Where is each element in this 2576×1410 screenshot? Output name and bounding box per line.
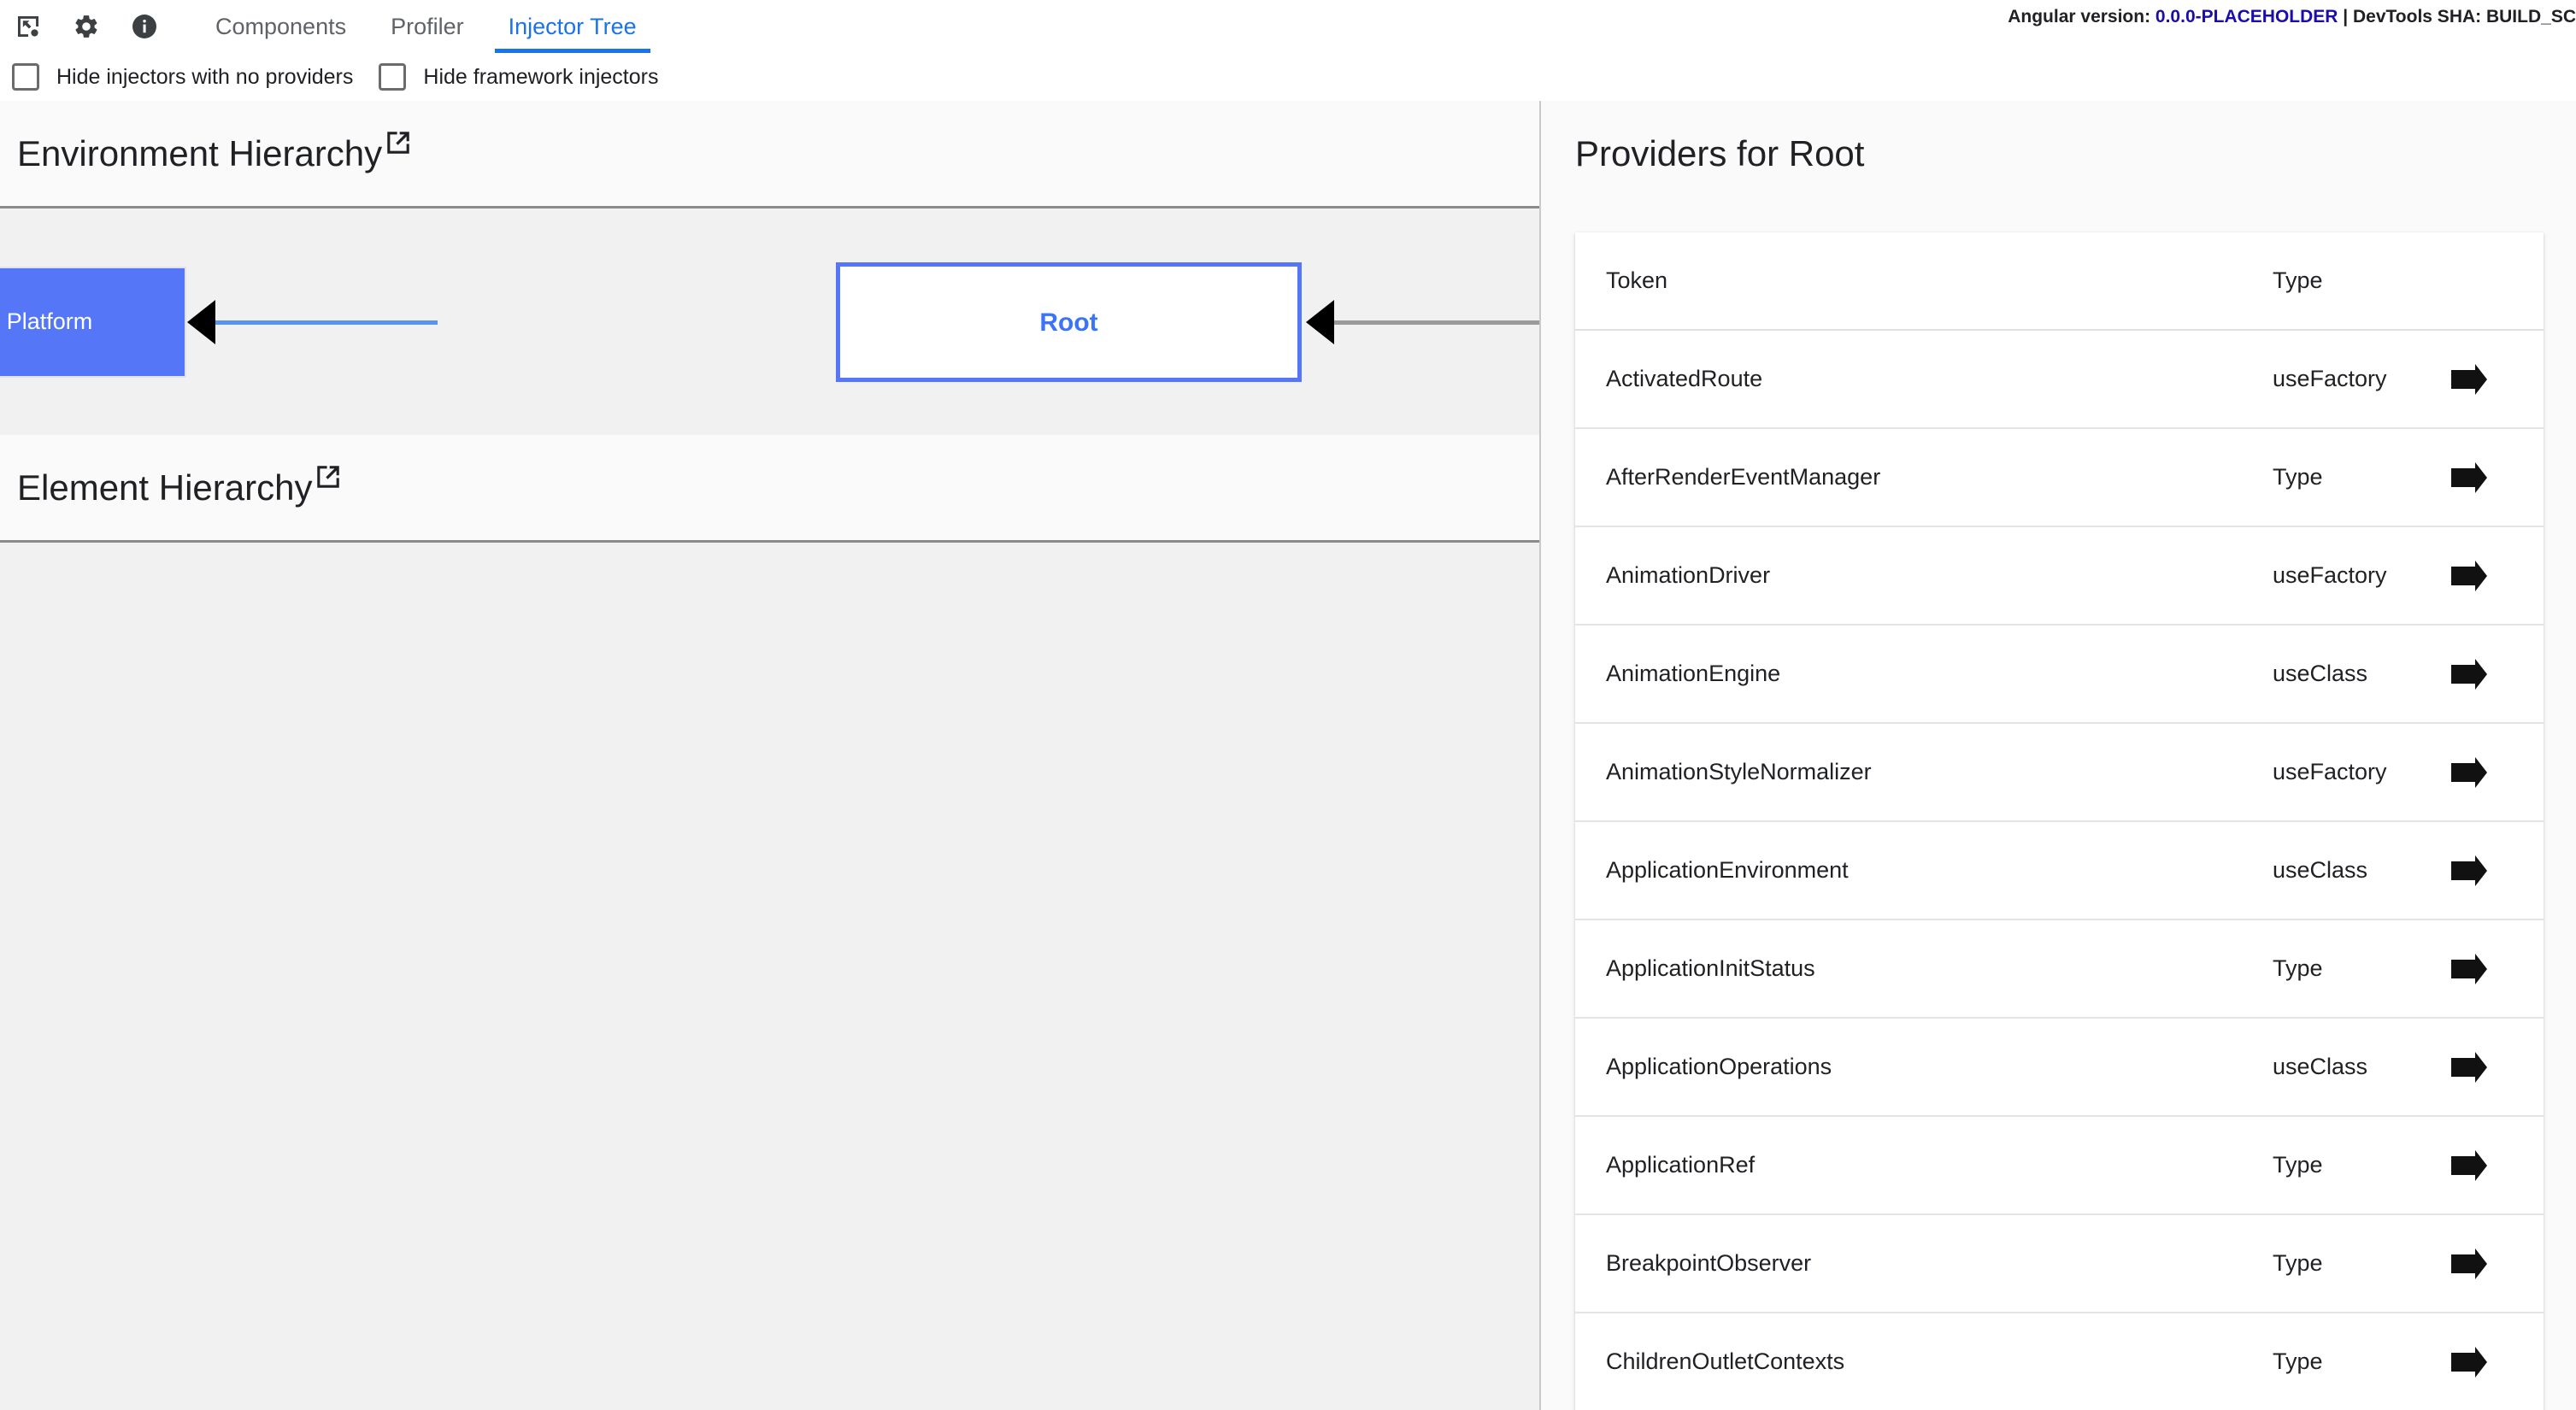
provider-type: useFactory [2273, 759, 2387, 784]
column-header-type: Type [2273, 267, 2323, 293]
provider-type: useClass [2273, 857, 2368, 883]
hide-injectors-no-providers-checkbox[interactable]: Hide injectors with no providers [12, 63, 353, 91]
injector-node-platform[interactable]: Platform [0, 267, 186, 378]
navigate-arrow-icon[interactable] [2450, 755, 2544, 790]
provider-token: AnimationEngine [1606, 661, 1781, 686]
table-row[interactable]: ActivatedRoute useFactory [1575, 331, 2544, 429]
environment-hierarchy-header: Environment Hierarchy [0, 101, 1539, 209]
provider-type: Type [2273, 1152, 2323, 1178]
navigate-arrow-icon[interactable] [2450, 657, 2544, 691]
element-hierarchy-header: Element Hierarchy [0, 435, 1539, 543]
table-row[interactable]: AnimationStyleNormalizer useFactory [1575, 724, 2544, 822]
environment-hierarchy-title: Environment Hierarchy [17, 132, 383, 173]
navigate-arrow-icon[interactable] [2450, 1050, 2544, 1084]
checkbox-box[interactable] [379, 63, 407, 91]
hide-framework-injectors-checkbox[interactable]: Hide framework injectors [379, 63, 658, 91]
providers-table-header: Token Type [1575, 232, 2544, 331]
injector-node-root[interactable]: Root [836, 262, 1302, 382]
version-label: Angular version: [2008, 7, 2155, 26]
provider-type: Type [2273, 1250, 2323, 1276]
provider-token: AfterRenderEventManager [1606, 464, 1881, 490]
injector-node-label: Root [1039, 308, 1098, 337]
tab-profiler[interactable]: Profiler [391, 13, 464, 39]
provider-token: ChildrenOutletContexts [1606, 1348, 1845, 1374]
provider-type: useFactory [2273, 562, 2387, 588]
navigate-arrow-icon[interactable] [2450, 1345, 2544, 1379]
devtools-sha-label: | DevTools SHA: BUILD_SC [2338, 7, 2576, 26]
provider-token: AnimationStyleNormalizer [1606, 759, 1872, 784]
table-row[interactable]: ApplicationEnvironment useClass [1575, 822, 2544, 920]
providers-title: Providers for Root [1575, 133, 1865, 173]
environment-hierarchy-graph[interactable]: Platform Root [0, 209, 1539, 435]
navigate-arrow-icon[interactable] [2450, 362, 2544, 397]
navigate-arrow-icon[interactable] [2450, 854, 2544, 888]
injector-graph-pane: Environment Hierarchy Platform Root [0, 101, 1541, 1410]
tab-components[interactable]: Components [215, 13, 347, 39]
open-in-new-icon[interactable] [314, 462, 343, 496]
navigate-arrow-icon[interactable] [2450, 1247, 2544, 1281]
providers-pane: Providers for Root Token Type ActivatedR… [1541, 101, 2576, 1410]
filter-options-row: Hide injectors with no providers Hide fr… [0, 53, 2576, 101]
element-hierarchy-title: Element Hierarchy [17, 467, 313, 508]
column-header-token: Token [1606, 267, 1668, 293]
element-hierarchy-graph[interactable]: AppComponent RouterOutlet DemoAppC [0, 543, 1539, 1410]
provider-token: ApplicationOperations [1606, 1054, 1832, 1079]
provider-token: ApplicationEnvironment [1606, 857, 1849, 883]
table-row[interactable]: AnimationDriver useFactory [1575, 527, 2544, 626]
table-row[interactable]: ApplicationInitStatus Type [1575, 920, 2544, 1019]
table-row[interactable]: AnimationEngine useClass [1575, 626, 2544, 724]
main-content: Environment Hierarchy Platform Root [0, 101, 2576, 1410]
provider-token: ApplicationRef [1606, 1152, 1756, 1178]
provider-type: useClass [2273, 661, 2368, 686]
provider-token: AnimationDriver [1606, 562, 1771, 588]
table-row[interactable]: ApplicationRef Type [1575, 1117, 2544, 1215]
info-icon[interactable] [128, 10, 161, 43]
table-row[interactable]: BreakpointObserver Type [1575, 1215, 2544, 1313]
provider-type: useClass [2273, 1054, 2368, 1079]
navigate-arrow-icon[interactable] [2450, 461, 2544, 495]
toolbar-icon-group [0, 10, 161, 43]
top-toolbar: Components Profiler Injector Tree Angula… [0, 0, 2576, 53]
element-inspector-icon[interactable] [12, 10, 44, 43]
tab-injector-tree[interactable]: Injector Tree [486, 0, 659, 53]
provider-token: ApplicationInitStatus [1606, 955, 1815, 981]
angular-version-value[interactable]: 0.0.0-PLACEHOLDER [2155, 7, 2338, 26]
hide-framework-injectors-label: Hide framework injectors [423, 64, 659, 89]
navigate-arrow-icon[interactable] [2450, 1149, 2544, 1183]
provider-type: Type [2273, 1348, 2323, 1374]
navigate-arrow-icon[interactable] [2450, 952, 2544, 986]
provider-token: ActivatedRoute [1606, 366, 1763, 391]
provider-token: BreakpointObserver [1606, 1250, 1812, 1276]
navigate-arrow-icon[interactable] [2450, 559, 2544, 593]
version-info: Angular version: 0.0.0-PLACEHOLDER | Dev… [2008, 7, 2576, 27]
graph-edge-root-to-platform [211, 320, 438, 325]
open-in-new-icon[interactable] [384, 128, 413, 162]
graph-arrowhead [187, 300, 215, 344]
table-row[interactable]: AfterRenderEventManager Type [1575, 429, 2544, 527]
settings-gear-icon[interactable] [70, 10, 103, 43]
graph-arrowhead [1306, 300, 1334, 344]
table-row[interactable]: ChildrenOutletContexts Type [1575, 1313, 2544, 1410]
injector-node-label: Platform [6, 308, 93, 335]
graph-edge-incoming-root [1332, 320, 1539, 325]
provider-type: Type [2273, 464, 2323, 490]
provider-type: useFactory [2273, 366, 2387, 391]
main-tabs: Components Profiler Injector Tree [193, 0, 659, 53]
table-row[interactable]: ApplicationOperations useClass [1575, 1019, 2544, 1117]
checkbox-box[interactable] [12, 63, 39, 91]
hide-injectors-no-providers-label: Hide injectors with no providers [56, 64, 354, 89]
provider-type: Type [2273, 955, 2323, 981]
